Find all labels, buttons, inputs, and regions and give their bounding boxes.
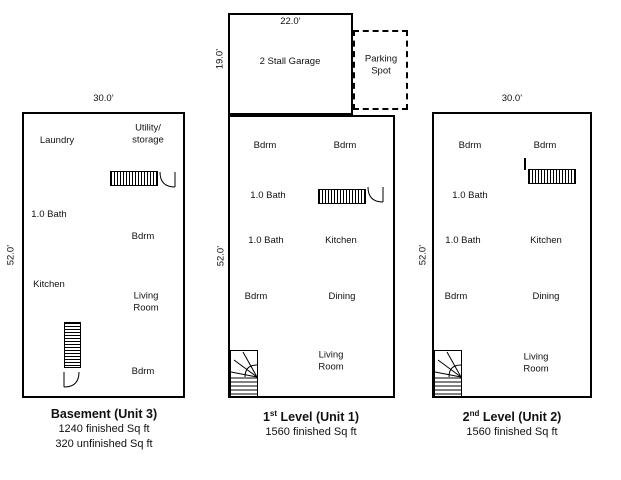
door-swing-icon (367, 186, 384, 203)
room-label-bdrm: Bdrm (253, 139, 277, 151)
caption-number: 2 (462, 410, 470, 425)
room-label-kitchen: Kitchen (530, 234, 562, 246)
room-label-bdrm: Bdrm (131, 230, 155, 242)
caption-unfinished-sqft: 320 unfinished Sq ft (55, 438, 153, 450)
room-label-kitchen: Kitchen (33, 278, 65, 290)
room-label-bdrm: Bdrm (458, 139, 482, 151)
basement-floor-outline (22, 112, 185, 398)
level2-height-dimension: 52.0’ (417, 244, 429, 266)
door-leaf-line (524, 158, 526, 170)
room-label-parking-spot: Parking Spot (364, 53, 398, 77)
room-label-dining: Dining (532, 290, 560, 302)
stairs-icon (110, 171, 158, 186)
level1-caption: 1st Level (Unit 1) 1560 finished Sq ft (263, 406, 359, 440)
caption-text: Level (Unit 2) (479, 410, 562, 425)
caption-ordinal: st (269, 409, 278, 418)
caption-finished-sqft: 1560 finished Sq ft (265, 426, 357, 439)
room-label-dining: Dining (328, 290, 356, 302)
caption-text: Level (Unit 1) (277, 410, 360, 425)
garage-outline (228, 13, 353, 115)
level2-caption: 2nd Level (Unit 2) 1560 finished Sq ft (463, 406, 562, 440)
room-label-bath: 1.0 Bath (248, 234, 284, 246)
caption-title-level1: 1st Level (Unit 1) (263, 406, 359, 425)
door-swing-icon (63, 371, 80, 388)
room-label-bdrm: Bdrm (244, 290, 268, 302)
room-label-kitchen: Kitchen (325, 234, 357, 246)
parking-spot-outline (353, 30, 408, 110)
room-label-living-room: Living Room (523, 351, 549, 375)
room-label-utility-storage: Utility/ storage (132, 122, 164, 146)
room-label-bdrm: Bdrm (333, 139, 357, 151)
room-label-laundry: Laundry (39, 134, 75, 146)
winder-stairs-icon (230, 350, 258, 398)
room-label-bath: 1.0 Bath (250, 189, 286, 201)
room-label-bdrm: Bdrm (533, 139, 557, 151)
level2-width-dimension: 30.0’ (501, 93, 523, 104)
winder-stairs-icon (434, 350, 462, 398)
room-label-bath: 1.0 Bath (452, 189, 488, 201)
room-label-bath: 1.0 Bath (31, 208, 67, 220)
room-label-bath: 1.0 Bath (445, 234, 481, 246)
stairs-icon (528, 169, 576, 184)
door-swing-icon (159, 171, 176, 188)
stairs-icon (318, 189, 366, 204)
stairs-icon (64, 322, 81, 368)
room-label-bdrm: Bdrm (444, 290, 468, 302)
room-label-bdrm: Bdrm (131, 365, 155, 377)
caption-finished-sqft: 1240 finished Sq ft (58, 423, 150, 435)
basement-caption: Basement (Unit 3) 1240 finished Sq ft 32… (51, 406, 157, 452)
garage-width-dimension: 22.0’ (280, 16, 301, 27)
caption-number: 1 (262, 410, 270, 425)
room-label-living-room: Living Room (318, 349, 344, 373)
room-label-living-room: Living Room (133, 290, 159, 314)
caption-ordinal: nd (469, 409, 480, 418)
caption-title-level2: 2nd Level (Unit 2) (463, 406, 562, 425)
basement-width-dimension: 30.0’ (93, 93, 114, 104)
caption-title-basement: Basement (Unit 3) (50, 407, 158, 421)
caption-finished-sqft: 1560 finished Sq ft (466, 426, 558, 439)
room-label-garage: 2 Stall Garage (259, 55, 321, 67)
